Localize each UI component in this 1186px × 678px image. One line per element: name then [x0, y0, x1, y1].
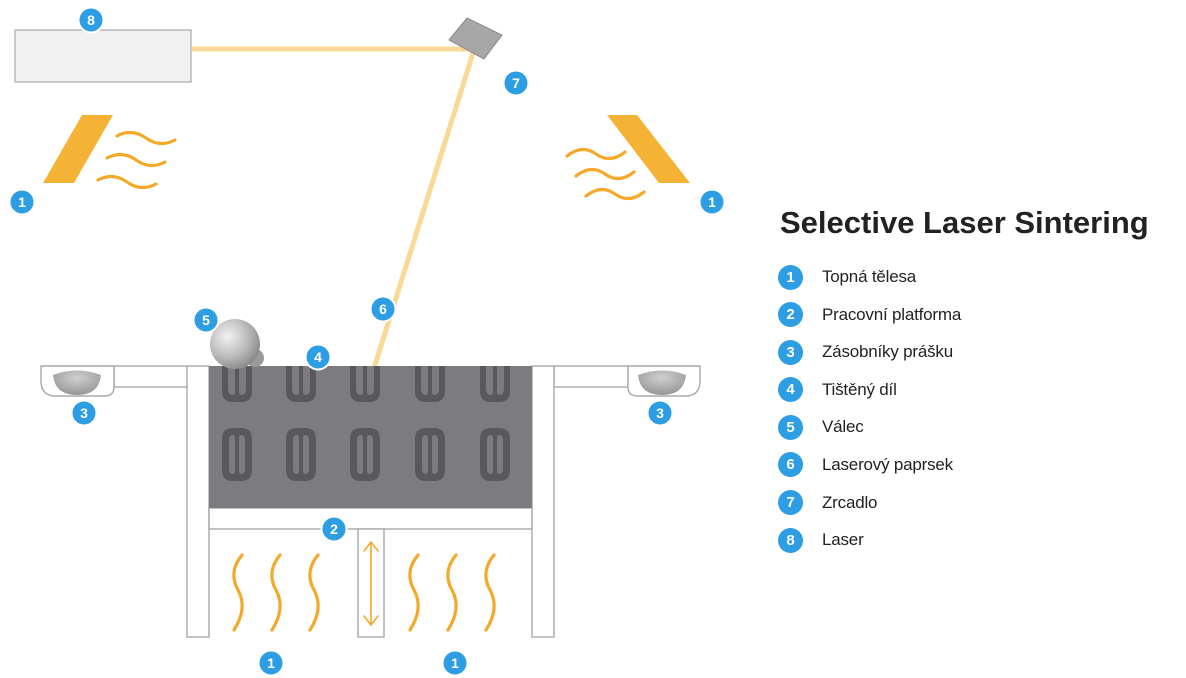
- legend-item: 5 Válec: [778, 413, 1149, 441]
- printed-part: [286, 366, 316, 402]
- legend-label: Topná tělesa: [822, 267, 917, 286]
- number-badge: 6: [778, 452, 803, 478]
- marker-number: 3: [80, 405, 88, 421]
- diagram-title: Selective Laser Sintering: [780, 205, 1149, 240]
- marker-number: 6: [379, 301, 387, 317]
- powder-hopper-left: [53, 370, 101, 395]
- number-badge: 5: [778, 414, 803, 440]
- printed-part: [415, 428, 445, 481]
- number-badge: 3: [778, 339, 803, 365]
- number-marker: 6: [369, 295, 397, 323]
- heat-wave-icon: [565, 147, 646, 201]
- powder-bed: [209, 366, 532, 508]
- legend-item: 8 Laser: [778, 526, 1149, 554]
- heat-wave-icon: [96, 130, 177, 190]
- legend-label: Laser: [822, 530, 864, 550]
- heat-wave-icon: [232, 553, 496, 632]
- number-marker: 3: [646, 399, 674, 427]
- roller-sphere-icon: [210, 319, 264, 369]
- number-marker: 7: [502, 69, 530, 97]
- vertical-double-arrow-icon: [363, 540, 379, 627]
- number-badge: 4: [778, 377, 803, 403]
- legend-label: Válec: [822, 417, 864, 437]
- marker-number: 5: [202, 312, 210, 328]
- legend: Selective Laser Sintering 1 Topná tělesa…: [778, 205, 1149, 564]
- legend-label: Tištěný díl: [822, 379, 897, 399]
- number-marker: 2: [320, 515, 348, 543]
- number-marker: 1: [8, 188, 36, 216]
- legend-label: Zrcadlo: [822, 492, 878, 512]
- legend-item: 7 Zrcadlo: [778, 489, 1149, 517]
- legend-item: 4 Tištěný díl: [778, 376, 1149, 404]
- legend-label: Pracovní platforma: [822, 304, 962, 324]
- printed-part: [286, 428, 316, 481]
- number-marker: 3: [70, 399, 98, 427]
- marker-number: 8: [87, 12, 95, 28]
- marker-number: 7: [512, 75, 520, 91]
- heater-plate-icon: [43, 115, 113, 183]
- marker-number: 1: [451, 655, 459, 671]
- powder-hopper-right: [638, 370, 686, 395]
- marker-number: 4: [314, 349, 322, 365]
- legend-item: 1 Topná tělesa: [778, 263, 1149, 291]
- number-marker: 1: [257, 649, 285, 677]
- marker-number: 2: [330, 521, 338, 537]
- printed-part: [222, 428, 252, 481]
- marker-number: 3: [656, 405, 664, 421]
- heater-plate-icon: [607, 115, 690, 183]
- marker-number: 1: [708, 194, 716, 210]
- legend-list: 1 Topná tělesa 2 Pracovní platforma 3 Zá…: [778, 263, 1149, 554]
- marker-number: 1: [267, 655, 275, 671]
- number-badge: 7: [778, 490, 803, 516]
- number-badge: 1: [778, 264, 803, 290]
- legend-label: Laserový paprsek: [822, 454, 953, 474]
- printed-part: [350, 428, 380, 481]
- laser-box-icon: [14, 29, 192, 83]
- legend-item: 2 Pracovní platforma: [778, 301, 1149, 329]
- number-marker: 1: [698, 188, 726, 216]
- printed-part: [350, 366, 380, 402]
- marker-number: 1: [18, 194, 26, 210]
- printed-part: [480, 428, 510, 481]
- legend-label: Zásobníky prášku: [822, 342, 953, 362]
- printed-part: [222, 366, 252, 402]
- number-marker: 5: [192, 306, 220, 334]
- number-marker: 4: [304, 343, 332, 371]
- printed-part: [415, 366, 445, 402]
- legend-item: 3 Zásobníky prášku: [778, 338, 1149, 366]
- printed-part: [480, 366, 510, 402]
- number-marker: 8: [77, 6, 105, 34]
- number-badge: 2: [778, 302, 803, 328]
- number-badge: 8: [778, 527, 803, 553]
- number-marker: 1: [441, 649, 469, 677]
- mirror-icon: [448, 17, 503, 60]
- legend-item: 6 Laserový paprsek: [778, 451, 1149, 479]
